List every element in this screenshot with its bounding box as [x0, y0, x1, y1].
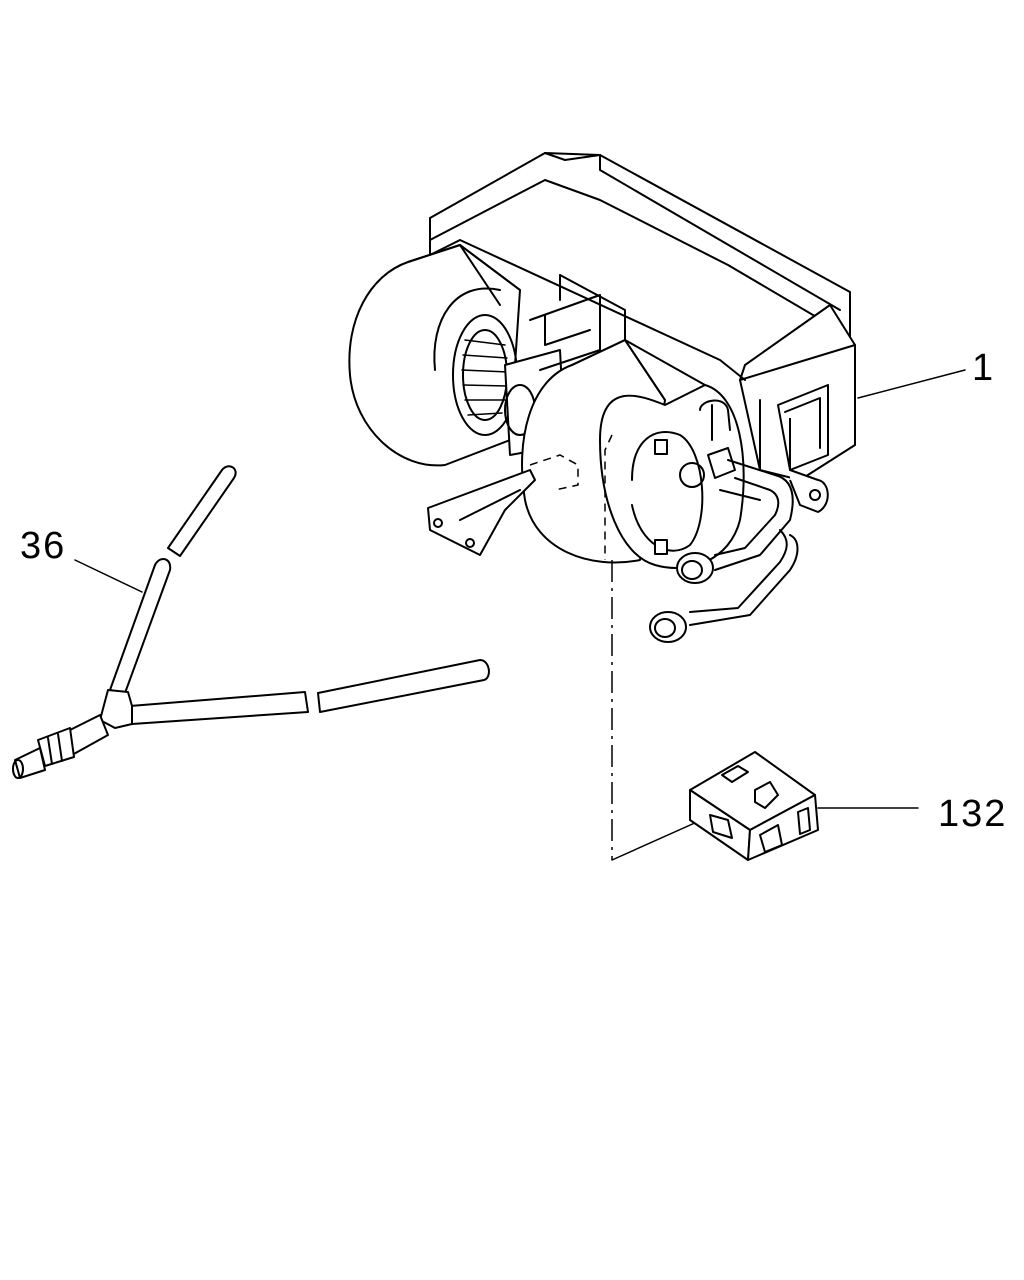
heater-blower-unit[interactable] — [348, 152, 966, 643]
relay-connector[interactable] — [689, 751, 919, 861]
callout-132: 132 — [938, 793, 1007, 835]
callout-36: 36 — [20, 525, 66, 567]
wire-harness[interactable] — [12, 465, 490, 779]
callout-1: 1 — [972, 347, 995, 389]
